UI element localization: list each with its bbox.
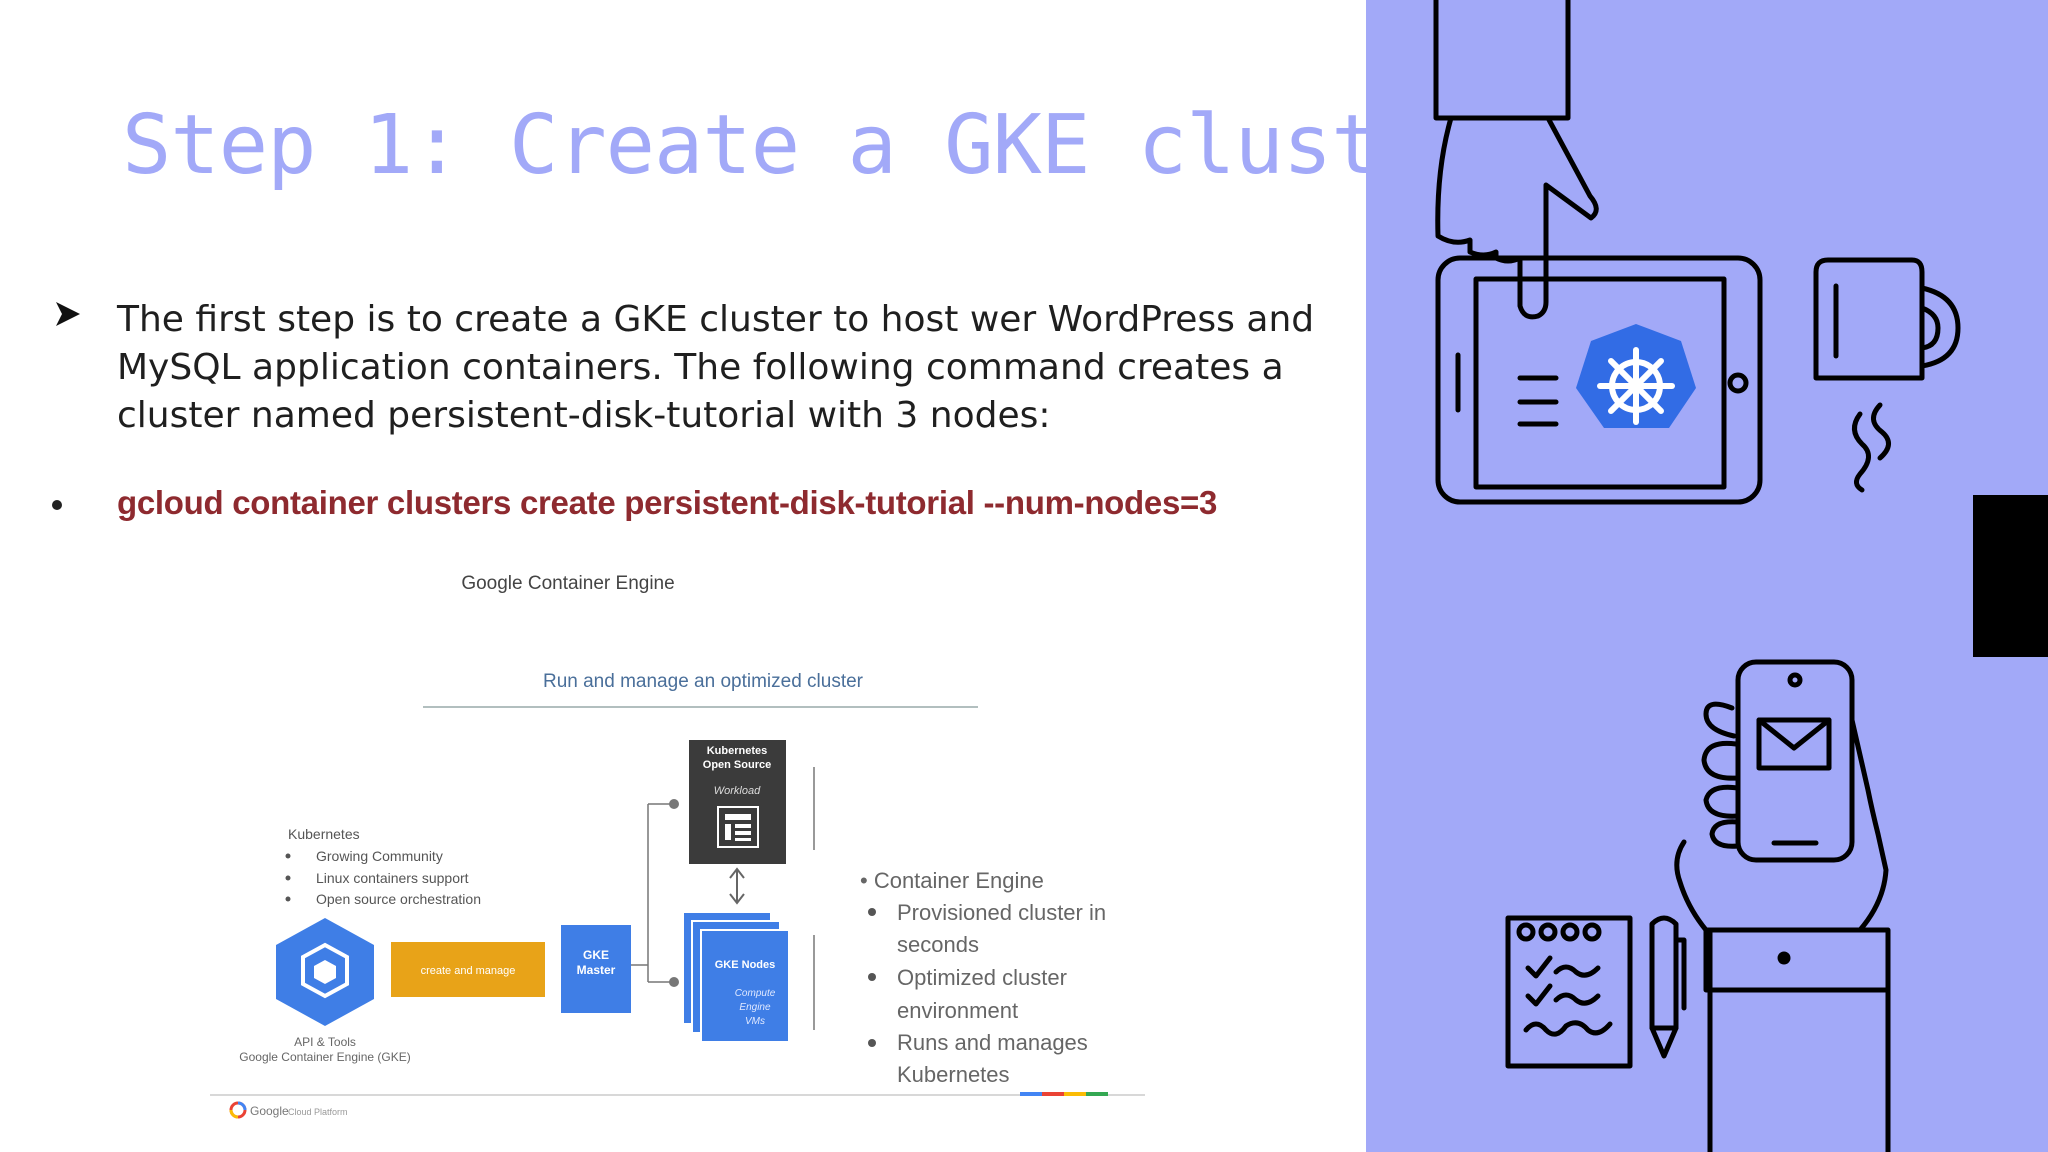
gke-master-box	[561, 925, 631, 1013]
pen-icon	[1649, 915, 1679, 1059]
workload-sub: Workload	[714, 785, 761, 797]
arrow-bullet-icon	[56, 302, 80, 326]
gke-nodes-box	[700, 929, 790, 1043]
gke-product-label: Google Container Engine (GKE)	[239, 1050, 410, 1064]
bullet-dot	[52, 500, 62, 510]
bottom-sleeve	[1703, 927, 1891, 1152]
edge-tab	[1973, 495, 2048, 657]
engine-point-2a: Optimized cluster	[897, 965, 1067, 990]
illustration-panel	[1366, 0, 2048, 1152]
gke-nodes-sub-3: VMs	[745, 1016, 765, 1027]
diagram-subheading: Run and manage an optimized cluster	[543, 671, 864, 692]
gke-nodes-sub-2: Engine	[739, 1002, 771, 1013]
kubernetes-label: Kubernetes	[288, 826, 360, 842]
engine-point-3b: Kubernetes	[897, 1062, 1010, 1087]
kubernetes-point-2: Linux containers support	[316, 870, 469, 886]
gcloud-command: gcloud container clusters create persist…	[117, 484, 1218, 521]
workload-title-2: Open Source	[703, 759, 771, 771]
footer-logo-text: Google	[250, 1104, 289, 1118]
engine-point-2b: environment	[897, 998, 1018, 1023]
tablet-icon	[1435, 255, 1763, 505]
master-connector	[631, 803, 673, 983]
gke-hexagon-icon	[276, 918, 374, 1026]
gke-architecture-diagram: Google Container Engine Run and manage a…	[210, 573, 1145, 1119]
create-manage-bar	[391, 942, 545, 997]
diagram-heading: Google Container Engine	[461, 573, 674, 594]
engine-heading: • Container Engine	[860, 868, 1044, 893]
engine-point-1b: seconds	[897, 932, 979, 957]
top-sleeve	[1433, 0, 1571, 121]
api-tools-label: API & Tools	[294, 1035, 356, 1049]
pointing-hand-icon	[1435, 115, 1599, 320]
gke-nodes-sub-1: Compute	[735, 988, 776, 999]
engine-point-1a: Provisioned cluster in	[897, 900, 1106, 925]
coffee-mug-icon	[1813, 257, 1925, 381]
engine-point-3a: Runs and manages	[897, 1030, 1088, 1055]
intro-paragraph: The first step is to create a GKE cluste…	[117, 299, 1315, 436]
kubernetes-point-1: Growing Community	[316, 848, 443, 864]
slide-content: Step 1: Create a GKE cluster The first s…	[52, 98, 1478, 1119]
smartphone-icon	[1735, 659, 1855, 863]
footer-logo-sub: Cloud Platform	[288, 1107, 348, 1117]
workload-nodes-arrow	[729, 867, 745, 905]
envelope-icon	[1756, 717, 1832, 771]
google-cloud-logo-icon	[229, 1101, 247, 1119]
gke-master-label-2: Master	[577, 963, 616, 977]
illustration-art	[1433, 0, 1961, 1152]
slide-title: Step 1: Create a GKE cluster	[122, 98, 1477, 193]
kubernetes-helm-icon	[1576, 324, 1696, 428]
kubernetes-point-3: Open source orchestration	[316, 891, 481, 907]
workload-box	[689, 740, 786, 864]
gke-nodes-label: GKE Nodes	[715, 959, 776, 971]
create-manage-label: create and manage	[421, 965, 516, 977]
gke-master-label-1: GKE	[583, 948, 609, 962]
workload-title-1: Kubernetes	[707, 745, 768, 757]
workload-doc-icon	[717, 806, 759, 848]
notepad-checklist-icon	[1505, 915, 1633, 1069]
